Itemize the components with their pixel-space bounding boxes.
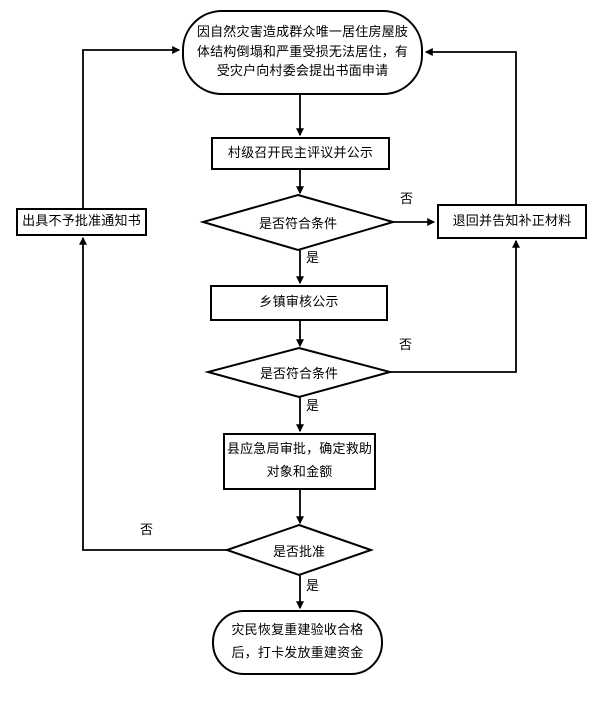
node-county-approval-line2: 对象和金额 bbox=[266, 464, 333, 480]
edge-label-decision1-no: 否 bbox=[400, 192, 414, 207]
edge-return-loop-to-start bbox=[424, 48, 517, 204]
edge-label-decision1-yes: 是 bbox=[306, 251, 320, 266]
node-county-approval-line1: 县应急局审批，确定救助 bbox=[226, 442, 373, 458]
node-county-approval: 县应急局审批，确定救助 对象和金额 bbox=[223, 433, 376, 490]
node-end-line1: 灾民恢复重建验收合格 bbox=[231, 623, 364, 639]
edge-decision2-no-to-return bbox=[390, 239, 520, 373]
node-decision2-label: 是否符合条件 bbox=[259, 366, 338, 382]
node-decision2: 是否符合条件 bbox=[239, 362, 359, 382]
edge-label-decision3-no: 否 bbox=[140, 523, 154, 538]
node-township-review: 乡镇审核公示 bbox=[210, 285, 388, 321]
node-end-terminator: 灾民恢复重建验收合格 后，打卡发放重建资金 bbox=[212, 610, 383, 675]
node-start-line1: 因自然灾害造成群众唯一居住房屋肢 bbox=[196, 25, 409, 41]
edge-decision3-no-to-reject bbox=[79, 236, 227, 551]
node-village-review: 村级召开民主评议并公示 bbox=[211, 137, 390, 170]
node-return-materials: 退回并告知补正材料 bbox=[437, 204, 587, 239]
edge-label-decision2-yes: 是 bbox=[306, 399, 320, 414]
edge-reject-loop-to-start bbox=[82, 46, 181, 208]
node-start-terminator: 因自然灾害造成群众唯一居住房屋肢 体结构倒塌和严重受损无法居住，有 受灾户向村委… bbox=[182, 10, 423, 95]
node-reject-notice: 出具不予批准通知书 bbox=[16, 208, 147, 236]
decision1-diamond bbox=[199, 193, 397, 252]
node-decision3-label: 是否批准 bbox=[272, 544, 325, 560]
decision2-diamond bbox=[204, 346, 394, 399]
node-reject-notice-label: 出具不予批准通知书 bbox=[22, 214, 141, 230]
node-decision1-label: 是否符合条件 bbox=[258, 216, 337, 232]
node-village-review-label: 村级召开民主评议并公示 bbox=[227, 145, 374, 161]
node-return-materials-label: 退回并告知补正材料 bbox=[452, 213, 572, 229]
node-start-line3: 受灾户向村委会提出书面申请 bbox=[216, 64, 389, 80]
node-start-line2: 体结构倒塌和严重受损无法居住，有 bbox=[196, 44, 409, 60]
decision3-diamond bbox=[223, 523, 375, 577]
node-township-review-label: 乡镇审核公示 bbox=[259, 295, 339, 311]
node-decision1: 是否符合条件 bbox=[238, 212, 358, 232]
edge-label-decision3-yes: 是 bbox=[306, 579, 320, 594]
edge-label-decision2-no: 否 bbox=[399, 338, 413, 353]
node-decision3: 是否批准 bbox=[239, 540, 359, 560]
node-end-line2: 后，打卡发放重建资金 bbox=[231, 645, 364, 661]
